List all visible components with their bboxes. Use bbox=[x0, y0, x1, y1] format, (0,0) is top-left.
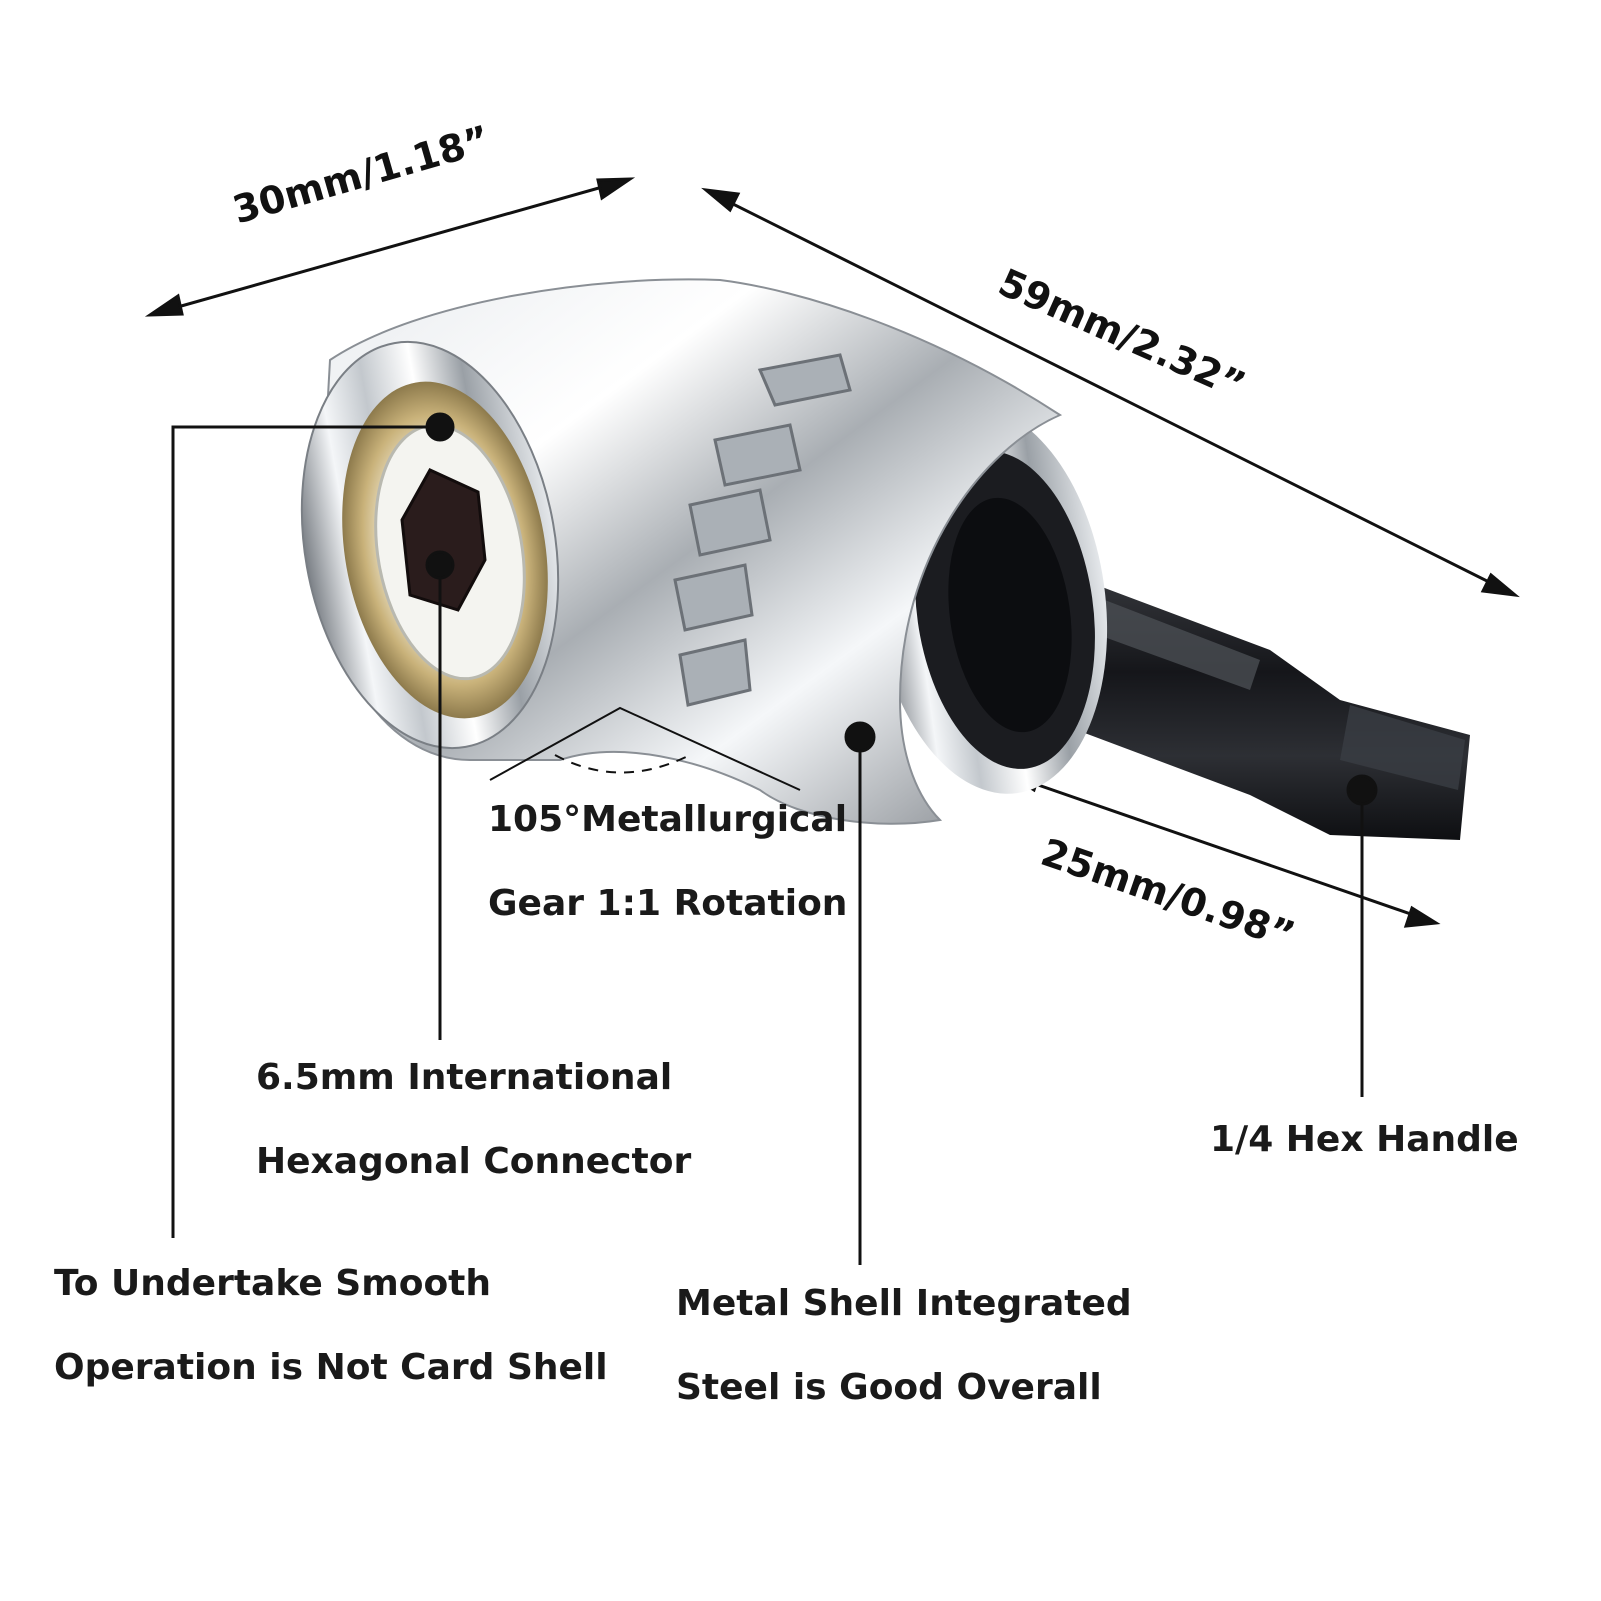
bearing-line-2: Operation is Not Card Shell bbox=[54, 1347, 608, 1388]
gear-line-1: 105°Metallurgical bbox=[488, 799, 848, 840]
callout-connector bbox=[425, 550, 455, 1040]
gear-callout-text: 105°Metallurgical Gear 1:1 Rotation bbox=[488, 778, 847, 946]
callout-shell bbox=[844, 721, 876, 1265]
shell-line-2: Steel is Good Overall bbox=[676, 1367, 1102, 1408]
hex-handle-callout-text: 1/4 Hex Handle bbox=[1210, 1098, 1519, 1182]
connector-line-2: Hexagonal Connector bbox=[256, 1141, 692, 1182]
bearing-face bbox=[300, 340, 560, 750]
bearing-callout-text: To Undertake Smooth Operation is Not Car… bbox=[54, 1242, 608, 1410]
shell-line-1: Metal Shell Integrated bbox=[676, 1283, 1132, 1324]
angle-indicator bbox=[489, 706, 801, 791]
hex-handle-line-1: 1/4 Hex Handle bbox=[1210, 1119, 1519, 1160]
connector-line-1: 6.5mm International bbox=[256, 1057, 673, 1098]
hex-socket-icon bbox=[400, 468, 487, 612]
connector-callout-text: 6.5mm International Hexagonal Connector bbox=[256, 1036, 691, 1204]
shell-callout-text: Metal Shell Integrated Steel is Good Ove… bbox=[676, 1262, 1132, 1430]
callout-hex-handle bbox=[1346, 774, 1378, 1097]
bearing-line-1: To Undertake Smooth bbox=[54, 1263, 492, 1304]
callout-bearing bbox=[171, 412, 455, 1238]
dimension-arrow-width bbox=[144, 177, 636, 317]
dimension-arrow-length bbox=[701, 187, 1520, 598]
gear-line-2: Gear 1:1 Rotation bbox=[488, 883, 848, 924]
